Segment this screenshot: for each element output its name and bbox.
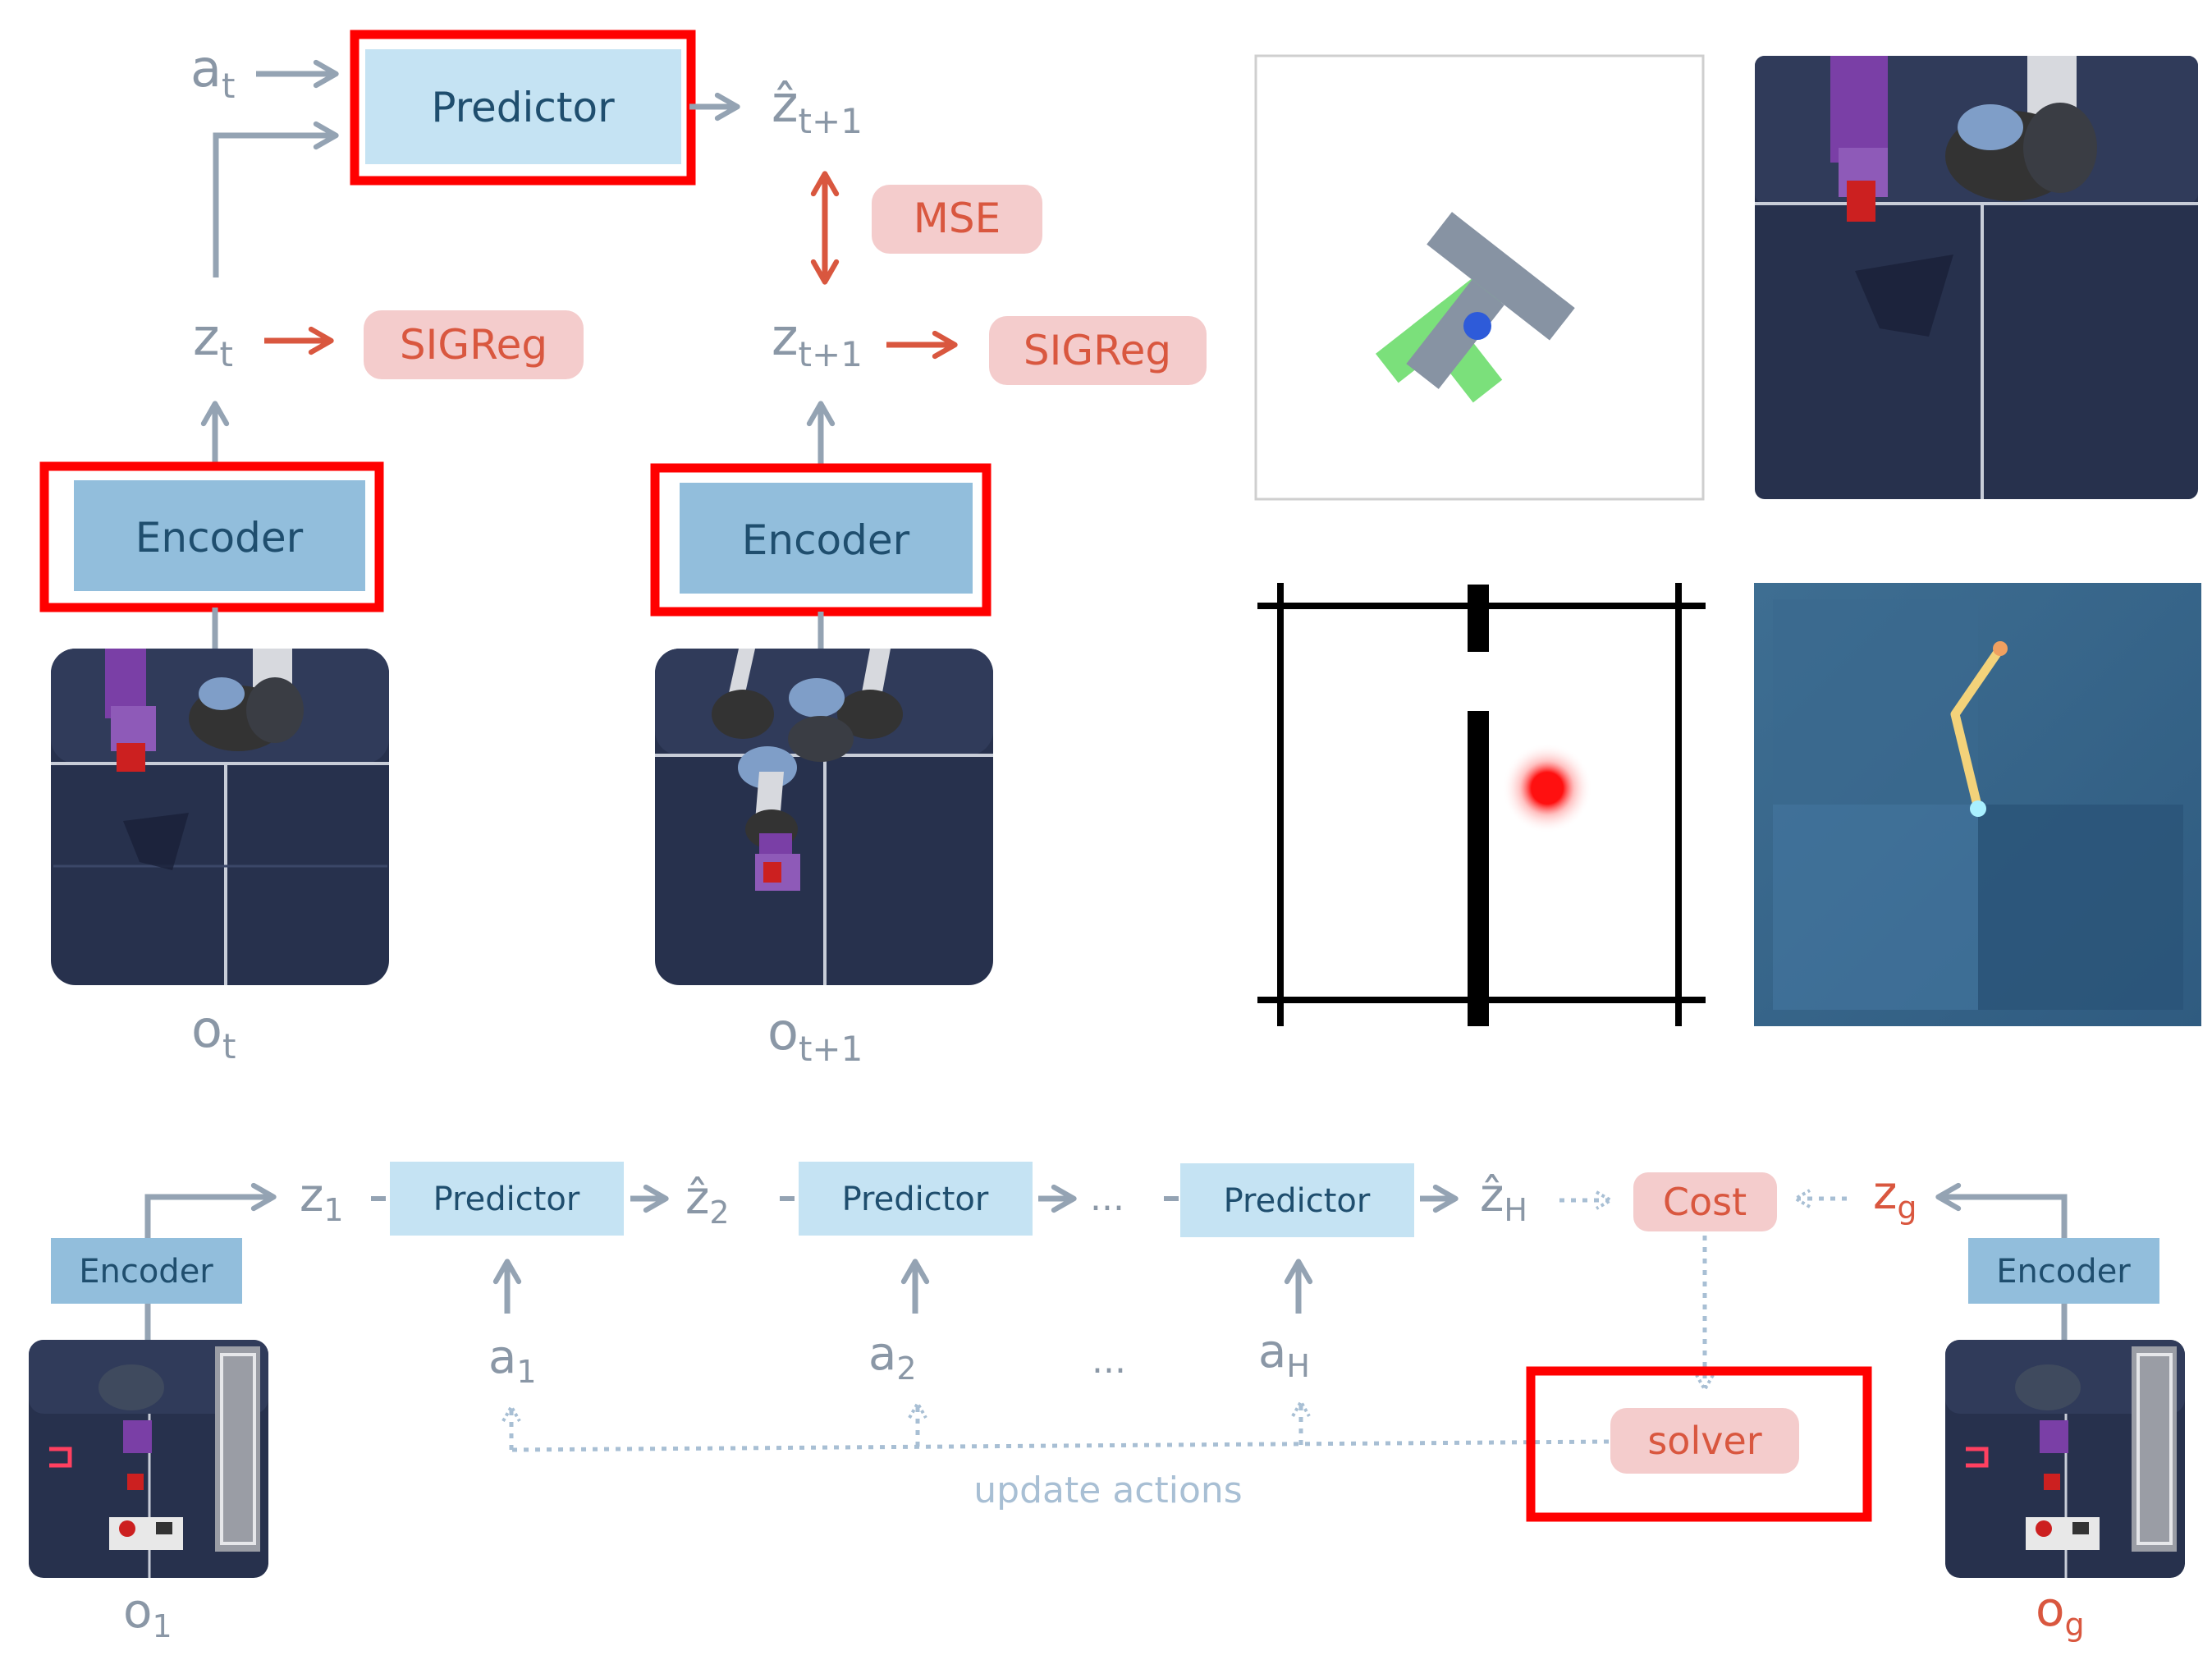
planning-predictor-h-label: Predictor <box>1224 1182 1371 1220</box>
highlight-encoder-left <box>39 461 384 612</box>
encoder-label-right: Encoder <box>742 516 910 564</box>
arrow-encoder-zg <box>1935 1182 2068 1238</box>
env-image-robot-arm <box>1755 56 2198 499</box>
update-actions-label: update actions <box>973 1470 1242 1511</box>
cost-label: Cost <box>1663 1180 1747 1224</box>
planning-predictor-2-label: Predictor <box>842 1181 989 1218</box>
planning-diagram: Encoder o1 z1 Predictor ẑ2 Predictor <box>29 1162 2185 1644</box>
encoder-label-left: Encoder <box>135 514 304 562</box>
planning-predictor-h <box>1180 1163 1414 1237</box>
label-zhat-t1: ẑt+1 <box>772 74 863 141</box>
planning-predictor-1 <box>390 1162 624 1236</box>
highlight-solver <box>1526 1366 1872 1522</box>
label-z-t1: zt+1 <box>772 307 863 374</box>
observation-image-o-t <box>51 649 389 985</box>
mse-label: MSE <box>914 195 1001 242</box>
sigreg-label-left: SIGReg <box>400 321 547 369</box>
mse-badge <box>872 185 1042 254</box>
planning-predictor-1-label: Predictor <box>433 1181 580 1218</box>
environment-gallery <box>1254 54 2201 1026</box>
ellipsis-chain: ... <box>1090 1177 1124 1219</box>
planning-encoder-right-label: Encoder <box>1996 1253 2131 1291</box>
env-image-two-room <box>1257 583 1706 1026</box>
ellipsis-actions: ... <box>1092 1340 1126 1382</box>
arrow-z-to-predictor <box>213 121 339 277</box>
training-diagram: at Predictor ẑt+1 MSE zt SIGReg zt+1 SIG… <box>39 30 1207 1069</box>
planning-encoder-left <box>51 1238 242 1304</box>
label-o-1: o1 <box>123 1583 172 1644</box>
sigreg-badge-right <box>989 316 1207 385</box>
label-zhat-h: ẑH <box>1480 1169 1527 1228</box>
predictor-box <box>365 49 681 164</box>
solver-badge <box>1610 1408 1799 1474</box>
observation-image-o-g <box>1945 1340 2185 1578</box>
dotted-update-line <box>511 1439 1610 1452</box>
label-z-1: z1 <box>300 1169 344 1228</box>
env-image-reacher <box>1754 583 2201 1026</box>
planning-predictor-2 <box>799 1162 1033 1236</box>
solver-label: solver <box>1647 1419 1761 1463</box>
label-a-t: at <box>190 39 235 106</box>
arrow-encoder-z1 <box>144 1182 277 1238</box>
label-z-g: zg <box>1873 1167 1917 1226</box>
label-zhat-2: ẑ2 <box>685 1172 730 1231</box>
label-a-1: a1 <box>488 1331 537 1390</box>
cost-badge <box>1633 1172 1777 1231</box>
label-z-t: zt <box>193 307 233 374</box>
planning-encoder-left-label: Encoder <box>79 1253 213 1291</box>
sigreg-badge-left <box>364 310 584 379</box>
planning-encoder-right <box>1968 1238 2159 1304</box>
observation-image-o-1 <box>29 1340 268 1578</box>
encoder-box-left <box>74 480 365 591</box>
sigreg-label-right: SIGReg <box>1024 327 1171 374</box>
env-image-pusht <box>1254 54 1705 501</box>
encoder-box-right <box>680 483 973 594</box>
label-o-t: ot <box>191 999 236 1066</box>
label-a-h: aH <box>1258 1325 1310 1384</box>
observation-image-o-t1 <box>655 649 993 985</box>
predictor-label: Predictor <box>431 84 615 131</box>
label-o-g: og <box>2036 1581 2085 1643</box>
label-o-t1: ot+1 <box>767 1002 863 1069</box>
label-a-2: a2 <box>868 1328 917 1387</box>
